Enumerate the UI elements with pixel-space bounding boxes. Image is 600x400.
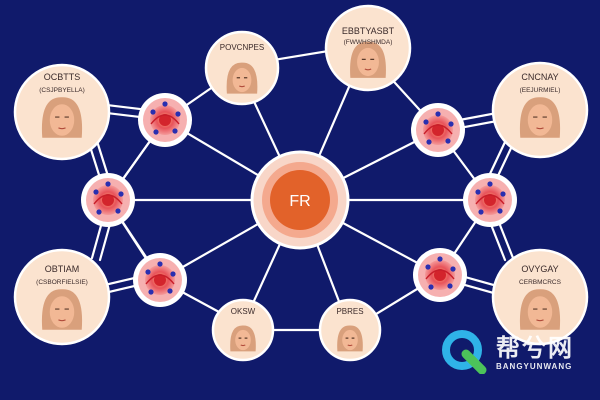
- person-node-subtitle: (CSBORFIELSIE): [36, 279, 88, 286]
- center-hub-node: FR: [250, 150, 350, 250]
- person-node-title: EBBTYASBT: [342, 26, 395, 36]
- person-nodes: OCBTTS (CSJPBYELLA) POVCNPES EBBTYASBT (FWWH…: [13, 4, 589, 362]
- center-hub-label: FR: [289, 193, 310, 210]
- person-node-bottom-left: OBTIAM (CSBORFIELSIE): [13, 248, 111, 346]
- woman-face-icon: [519, 97, 561, 138]
- person-node-top-right: CNCNAY (EEJURMIEL): [491, 61, 589, 159]
- woman-face-icon: [337, 325, 363, 352]
- cell-node-5: [463, 173, 517, 227]
- woman-face-icon: [519, 289, 561, 330]
- person-node-subtitle: CERBMCRCS: [519, 279, 562, 286]
- person-node-top-mid-right: EBBTYASBT (FWWHSHMDA): [324, 4, 412, 92]
- person-node-subtitle: (EEJURMIEL): [520, 87, 561, 94]
- cell-icon: [138, 258, 182, 302]
- woman-face-icon: [350, 41, 386, 78]
- cell-node-1: [138, 93, 192, 147]
- woman-face-icon: [41, 97, 83, 138]
- person-node-title: OBTIAM: [45, 264, 80, 274]
- woman-face-icon: [230, 325, 256, 352]
- person-node-title: PBRES: [336, 307, 363, 316]
- person-node-subtitle: (CSJPBYELLA): [39, 87, 85, 94]
- cell-icon: [86, 178, 130, 222]
- person-node-top-left: OCBTTS (CSJPBYELLA): [13, 63, 111, 161]
- person-node-bottom-mid-right: PBRES: [318, 298, 382, 362]
- cell-icon: [143, 98, 187, 142]
- person-node-title: CNCNAY: [521, 72, 558, 82]
- watermark-cn-text: 帮兮网: [496, 334, 574, 362]
- person-node-bottom-mid-left: OKSW: [211, 298, 275, 362]
- person-node-title: POVCNPES: [220, 43, 264, 52]
- cell-nodes: [81, 93, 517, 307]
- cell-icon: [418, 253, 462, 297]
- cell-node-4: [411, 103, 465, 157]
- watermark-en-text: BANGYUNWANG: [496, 362, 573, 371]
- watermark-q-logo-icon: [442, 330, 487, 374]
- person-node-bottom-right: OVYGAY CERBMCRCS: [491, 248, 589, 346]
- woman-face-icon: [226, 62, 258, 94]
- person-node-top-mid-left: POVCNPES: [204, 30, 280, 106]
- cell-node-6: [413, 248, 467, 302]
- cell-node-2: [81, 173, 135, 227]
- watermark: 帮兮网 BANGYUNWANG: [440, 328, 590, 378]
- person-node-title: OKSW: [231, 307, 256, 316]
- cell-node-3: [133, 253, 187, 307]
- person-node-title: OVYGAY: [521, 264, 558, 274]
- woman-face-icon: [41, 289, 83, 330]
- person-node-subtitle: (FWWHSHMDA): [344, 39, 393, 46]
- cell-icon: [468, 178, 512, 222]
- cell-icon: [416, 108, 460, 152]
- person-node-title: OCBTTS: [44, 72, 81, 82]
